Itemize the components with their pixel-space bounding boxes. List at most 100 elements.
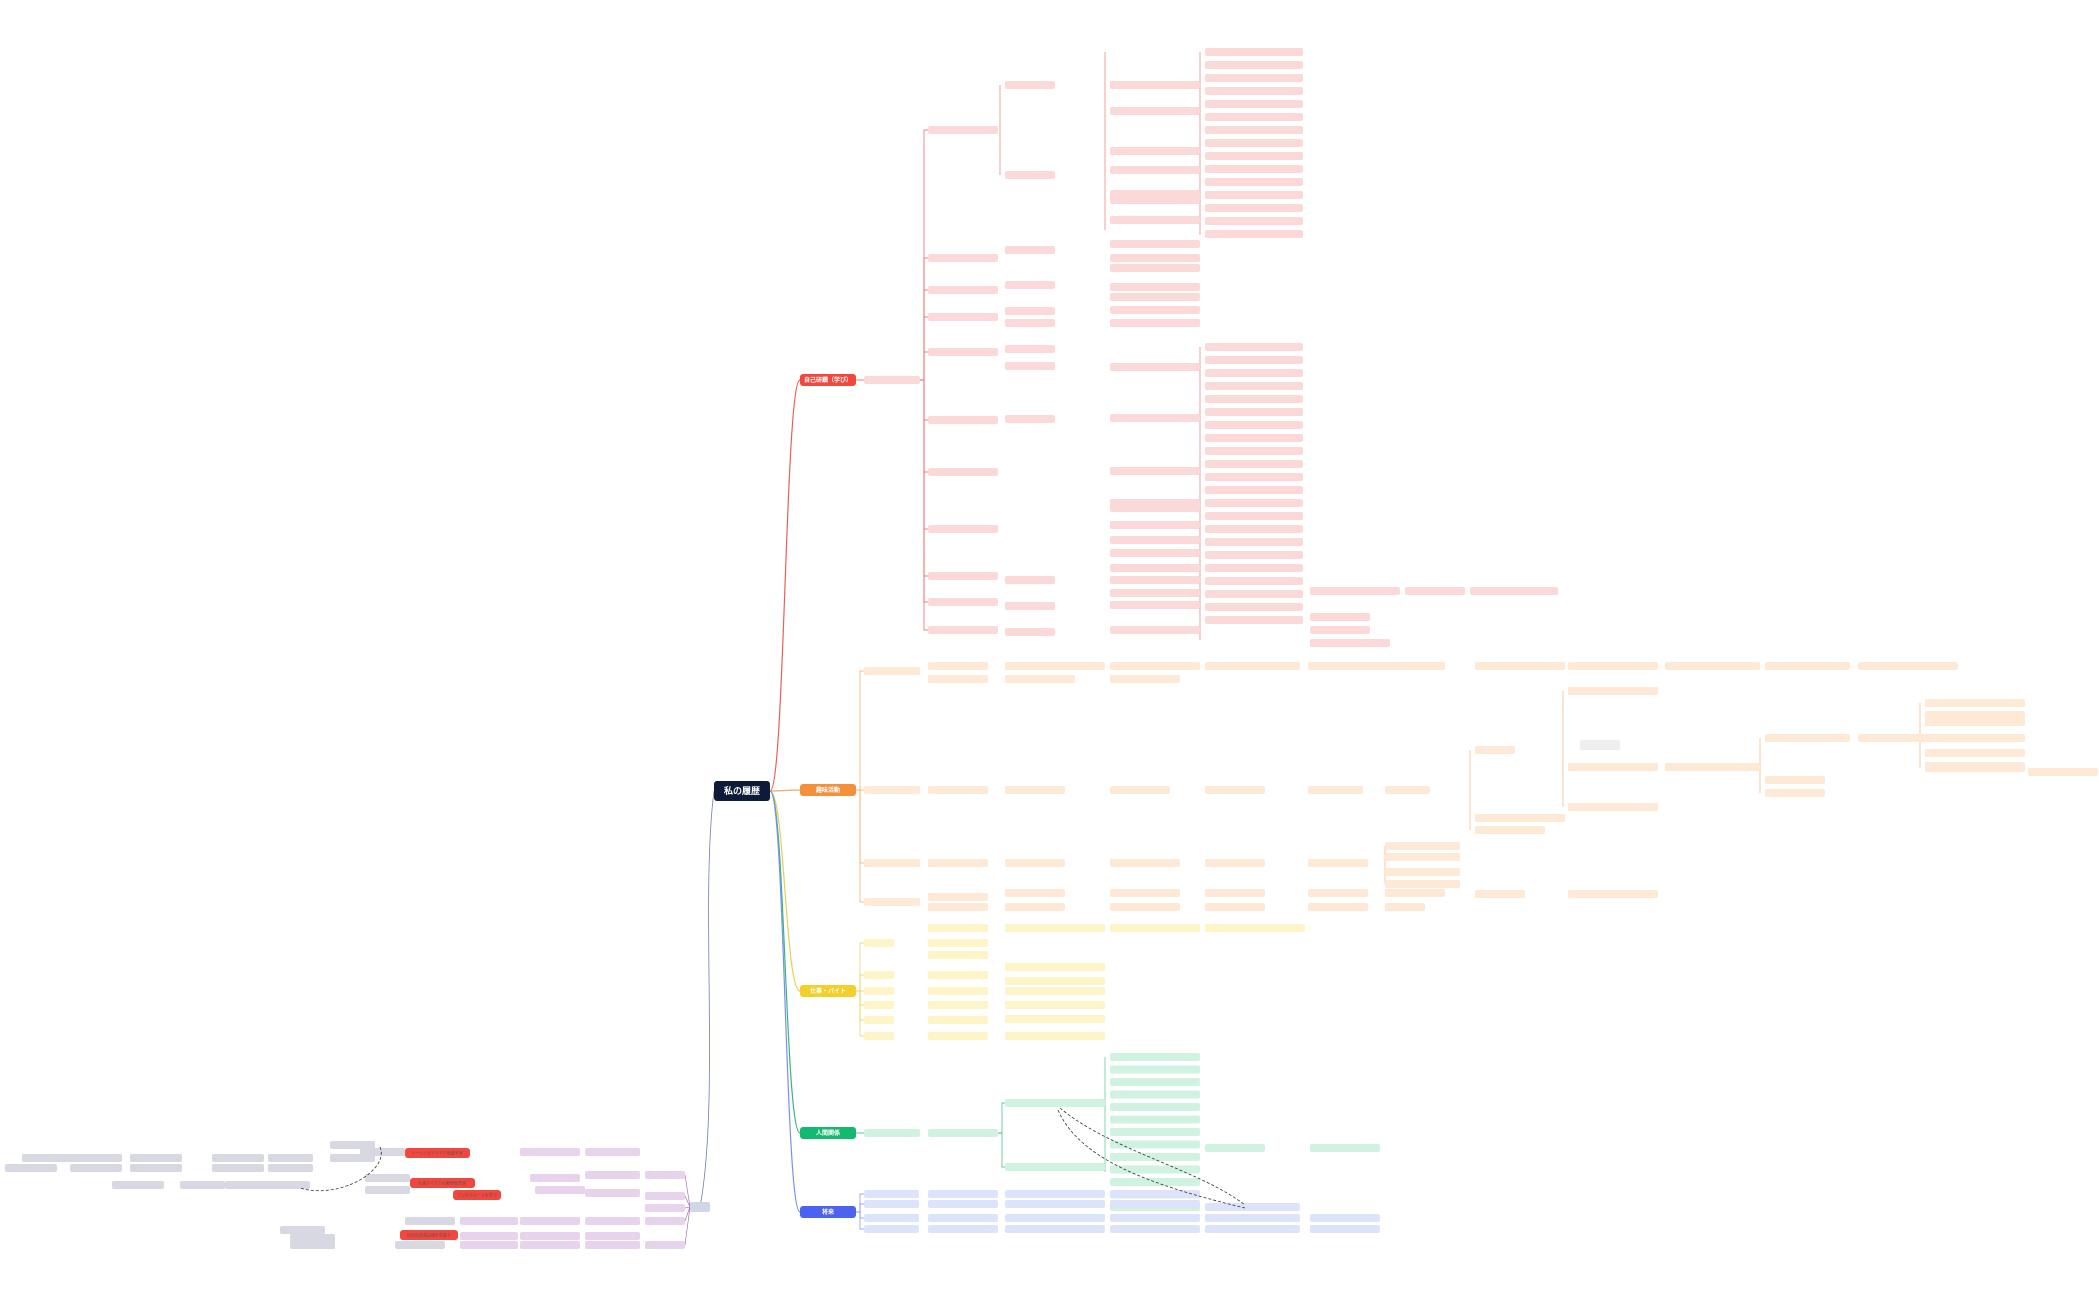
topic-node[interactable] [1205, 525, 1303, 533]
topic-node[interactable] [1205, 924, 1305, 932]
topic-node[interactable] [1110, 786, 1170, 794]
topic-node[interactable] [928, 786, 988, 794]
topic-node[interactable] [1205, 113, 1303, 121]
topic-node[interactable] [1308, 662, 1388, 670]
topic-node[interactable] [1568, 803, 1658, 811]
topic-node[interactable] [1205, 577, 1303, 585]
topic-node[interactable] [1110, 1190, 1200, 1198]
topic-node[interactable] [1205, 447, 1303, 455]
topic-node[interactable] [1205, 590, 1303, 598]
topic-node[interactable] [1110, 306, 1200, 314]
topic-node[interactable] [1005, 1200, 1105, 1208]
topic-node[interactable] [1110, 1178, 1200, 1186]
topic-node[interactable] [928, 1200, 998, 1208]
topic-node[interactable] [928, 971, 988, 979]
topic-node[interactable] [1568, 662, 1658, 670]
topic-node[interactable] [1205, 512, 1303, 520]
topic-node[interactable] [1205, 551, 1303, 559]
topic-node[interactable] [645, 1217, 685, 1225]
topic-node[interactable] [1005, 576, 1055, 584]
topic-node[interactable] [1110, 675, 1180, 683]
topic-node[interactable] [864, 971, 894, 979]
topic-node[interactable] [585, 1241, 640, 1249]
topic-node[interactable] [1110, 576, 1200, 584]
topic-node[interactable] [1110, 240, 1200, 248]
topic-node[interactable] [225, 1181, 270, 1189]
topic-node[interactable] [460, 1232, 518, 1240]
topic-node[interactable] [1205, 126, 1303, 134]
topic-node[interactable] [928, 468, 998, 476]
topic-node[interactable] [1475, 890, 1525, 898]
topic-node[interactable] [1765, 776, 1825, 784]
topic-node[interactable] [1205, 204, 1303, 212]
topic-node[interactable] [928, 903, 988, 911]
topic-node[interactable] [864, 939, 894, 947]
topic-node[interactable] [1205, 61, 1303, 69]
topic-node[interactable] [1925, 764, 2025, 772]
topic-node[interactable] [928, 951, 988, 959]
topic-node[interactable] [1110, 859, 1180, 867]
topic-node[interactable] [1308, 889, 1368, 897]
topic-node[interactable] [1310, 1225, 1380, 1233]
topic-node[interactable] [1385, 868, 1460, 876]
topic-node[interactable] [1110, 626, 1200, 634]
topic-node[interactable] [1005, 924, 1105, 932]
topic-node[interactable] [1205, 382, 1303, 390]
topic-node[interactable] [1005, 1001, 1105, 1009]
left-branch-l4[interactable]: 自分の成長記録を見直す [400, 1230, 458, 1240]
topic-node[interactable] [585, 1232, 640, 1240]
topic-node[interactable] [1205, 460, 1303, 468]
topic-node[interactable] [70, 1164, 122, 1172]
topic-node[interactable] [1205, 100, 1303, 108]
topic-node[interactable] [928, 1129, 998, 1137]
branch-b1[interactable]: 自己研鑽（学び） [800, 374, 856, 386]
topic-node[interactable] [365, 1174, 410, 1182]
topic-node[interactable] [180, 1181, 225, 1189]
topic-node[interactable] [1205, 499, 1303, 507]
topic-node[interactable] [1005, 602, 1055, 610]
topic-node[interactable] [365, 1186, 410, 1194]
topic-node[interactable] [535, 1186, 585, 1194]
topic-node[interactable] [864, 1032, 894, 1040]
topic-node[interactable] [928, 286, 998, 294]
topic-node[interactable] [1110, 564, 1200, 572]
topic-node[interactable] [1858, 662, 1958, 670]
topic-node[interactable] [1005, 362, 1055, 370]
topic-node[interactable] [1205, 903, 1265, 911]
topic-node[interactable] [1005, 859, 1065, 867]
topic-node[interactable] [1205, 538, 1303, 546]
topic-node[interactable] [1005, 319, 1055, 327]
topic-node[interactable] [1765, 734, 1850, 742]
topic-node[interactable] [1385, 786, 1430, 794]
topic-node[interactable] [1005, 1163, 1105, 1171]
topic-node[interactable] [1110, 662, 1200, 670]
topic-node[interactable] [1475, 662, 1565, 670]
topic-node[interactable] [1205, 152, 1303, 160]
topic-node[interactable] [1205, 87, 1303, 95]
topic-node[interactable] [864, 786, 920, 794]
topic-node[interactable] [1310, 587, 1400, 595]
topic-node[interactable] [1665, 662, 1760, 670]
topic-node[interactable] [1310, 1144, 1380, 1152]
topic-node[interactable] [1385, 889, 1445, 897]
topic-node[interactable] [1310, 1214, 1380, 1222]
topic-node[interactable] [585, 1171, 640, 1179]
topic-node[interactable] [1110, 293, 1200, 301]
topic-node[interactable] [1385, 662, 1445, 670]
left-hub[interactable] [690, 1202, 710, 1212]
topic-node[interactable] [1005, 1225, 1105, 1233]
topic-node[interactable] [1385, 842, 1460, 850]
topic-node[interactable] [864, 1001, 894, 1009]
topic-node[interactable] [1205, 603, 1303, 611]
topic-node[interactable] [520, 1148, 580, 1156]
topic-node[interactable] [1110, 196, 1200, 204]
topic-node[interactable] [1205, 395, 1303, 403]
topic-node[interactable] [1205, 178, 1303, 186]
topic-node[interactable] [1925, 699, 2025, 707]
topic-node[interactable] [1110, 414, 1200, 422]
topic-node[interactable] [928, 987, 988, 995]
topic-node[interactable] [1110, 166, 1200, 174]
topic-node[interactable] [1005, 977, 1105, 985]
topic-node[interactable] [280, 1226, 325, 1234]
topic-node[interactable] [1005, 246, 1055, 254]
